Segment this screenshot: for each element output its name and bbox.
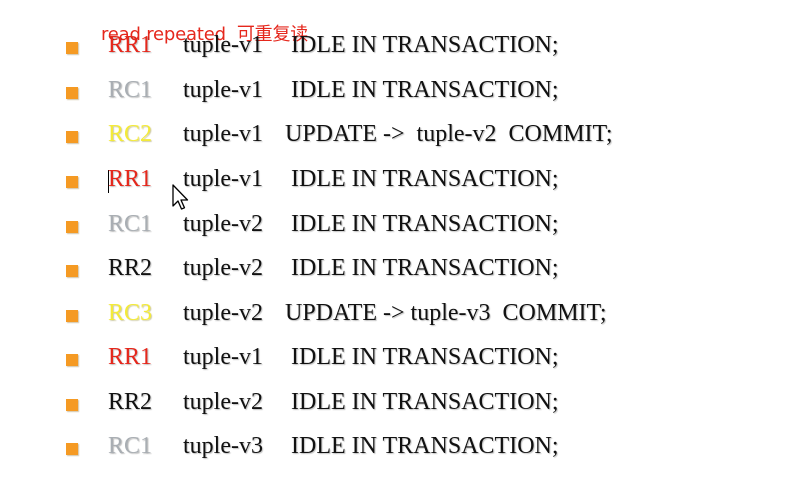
transaction-action: IDLE IN TRANSACTION; [291, 166, 559, 192]
transaction-id: RR2 [108, 389, 153, 415]
mouse-pointer-icon [172, 184, 189, 210]
transaction-id: RC1 [108, 433, 153, 459]
bullet-square-icon [66, 176, 78, 188]
text-caret [108, 170, 109, 193]
transaction-id: RR1 [108, 344, 153, 370]
tuple-version: tuple-v2 [183, 255, 263, 281]
transaction-id: RR2 [108, 255, 153, 281]
tuple-version: tuple-v1 [183, 121, 263, 147]
transaction-id: RC1 [108, 211, 153, 237]
transaction-id: RC2 [108, 121, 153, 147]
transaction-id: RC1 [108, 77, 153, 103]
list-item: RR1 tuple-v1 IDLE IN TRANSACTION; [0, 341, 787, 381]
list-item: RC1 tuple-v1 IDLE IN TRANSACTION; [0, 74, 787, 114]
list-item: RR1 tuple-v1 IDLE IN TRANSACTION; [0, 29, 787, 69]
tuple-version: tuple-v2 [183, 211, 263, 237]
transaction-action: IDLE IN TRANSACTION; [291, 389, 559, 415]
tuple-version: tuple-v2 [183, 300, 263, 326]
tuple-version: tuple-v1 [183, 32, 263, 58]
bullet-square-icon [66, 221, 78, 233]
list-item: RC1 tuple-v3 IDLE IN TRANSACTION; [0, 430, 787, 470]
tuple-version: tuple-v1 [183, 344, 263, 370]
bullet-square-icon [66, 354, 78, 366]
bullet-square-icon [66, 399, 78, 411]
tuple-version: tuple-v1 [183, 77, 263, 103]
tuple-version: tuple-v3 [183, 433, 263, 459]
list-item: RC2 tuple-v1 UPDATE -> tuple-v2 COMMIT; [0, 118, 787, 158]
list-item: RC3 tuple-v2 UPDATE -> tuple-v3 COMMIT; [0, 297, 787, 337]
transaction-action: IDLE IN TRANSACTION; [291, 77, 559, 103]
bullet-square-icon [66, 265, 78, 277]
transaction-action: IDLE IN TRANSACTION; [291, 32, 559, 58]
transaction-id: RC3 [108, 300, 153, 326]
list-item: RR2 tuple-v2 IDLE IN TRANSACTION; [0, 386, 787, 426]
tuple-version: tuple-v1 [183, 166, 263, 192]
transaction-action: UPDATE -> tuple-v2 COMMIT; [285, 121, 613, 147]
list-item: RR1 tuple-v1 IDLE IN TRANSACTION; [0, 163, 787, 203]
list-item: RR2 tuple-v2 IDLE IN TRANSACTION; [0, 252, 787, 292]
list-item: RC1 tuple-v2 IDLE IN TRANSACTION; [0, 208, 787, 248]
bullet-square-icon [66, 42, 78, 54]
bullet-square-icon [66, 131, 78, 143]
annotation-label: read repeated 可重复读 [101, 24, 309, 45]
bullet-square-icon [66, 310, 78, 322]
tuple-version: tuple-v2 [183, 389, 263, 415]
transaction-action: UPDATE -> tuple-v3 COMMIT; [285, 300, 607, 326]
bullet-square-icon [66, 443, 78, 455]
transaction-action: IDLE IN TRANSACTION; [291, 211, 559, 237]
transaction-id: RR1 [108, 32, 153, 58]
transaction-action: IDLE IN TRANSACTION; [291, 433, 559, 459]
transaction-id: RR1 [108, 166, 153, 192]
bullet-square-icon [66, 87, 78, 99]
transaction-action: IDLE IN TRANSACTION; [291, 255, 559, 281]
transaction-action: IDLE IN TRANSACTION; [291, 344, 559, 370]
